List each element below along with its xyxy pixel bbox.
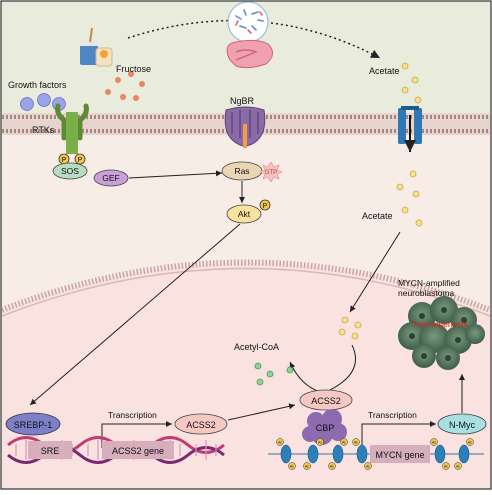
- fructose-dots: [105, 71, 145, 101]
- sos-label: SOS: [61, 166, 79, 176]
- akt-phosphate-badge: [259, 199, 271, 211]
- srebp1-node: [5, 412, 61, 436]
- growth-factors-label: Growth factors: [8, 80, 67, 90]
- acetate-dots-top: [401, 62, 422, 104]
- acss2-gene-label: ACSS2 gene: [112, 446, 164, 456]
- acss2-to-nuclear-acss2-arrow: [227, 403, 296, 421]
- nuclear-envelope-inner: [1, 267, 491, 317]
- acetate-dots-mid: [396, 170, 423, 227]
- ac-mark-label: Ac: [305, 465, 309, 469]
- ac-mark-label: Ac: [432, 441, 436, 445]
- transcription1-label: Transcription: [108, 410, 157, 420]
- ac-mark-label: Ac: [342, 441, 346, 445]
- phosphate-badges: P P: [58, 153, 86, 165]
- nuclear-envelope: [0, 259, 492, 313]
- phosphate-label: P: [62, 157, 67, 164]
- acss2-gene-box: [102, 441, 174, 459]
- neuroblastoma-label: neuroblastoma: [398, 288, 455, 298]
- mycn-amplified-label: MYCN-amplified: [398, 278, 460, 288]
- ras-label: Ras: [234, 166, 249, 176]
- cbp-protein: [302, 409, 347, 445]
- sre-label: SRE: [41, 446, 60, 456]
- tumor-cluster: [398, 296, 485, 370]
- phosphate-label: P: [78, 157, 83, 164]
- transcription1-arrow: [101, 421, 172, 448]
- gut-microbiome-icon: [226, 1, 273, 69]
- ac-mark-label: Ac: [330, 465, 334, 469]
- acetate-top-label: Acetate: [369, 66, 400, 76]
- gtp-label: GTP: [265, 170, 277, 176]
- ac-mark-label: Ac: [456, 465, 460, 469]
- acss2-protein-right: [299, 389, 353, 411]
- akt-label: Akt: [238, 209, 251, 219]
- ac-mark-label: Ac: [318, 441, 322, 445]
- gef-node: [93, 169, 129, 187]
- acetyl-coa-label: Acetyl-CoA: [234, 342, 279, 352]
- acetate-dots-nucleus: [338, 316, 362, 340]
- tumorigenesis-label: Tumorigenesis: [412, 319, 467, 329]
- ac-mark-label: Ac: [444, 465, 448, 469]
- transcription2-arrow: [361, 421, 436, 448]
- acss2-protein-left: [174, 413, 228, 435]
- akt-node: [226, 204, 262, 224]
- acetyl-coa-dots: [254, 362, 294, 386]
- ac-mark-label: Ac: [290, 465, 294, 469]
- mycn-gene-box: [370, 445, 430, 463]
- drink-icon: [80, 27, 113, 67]
- cbp-label: CBP: [316, 423, 335, 433]
- gtp-starburst: [259, 161, 283, 183]
- gef-label: GEF: [102, 173, 119, 183]
- ngbr-label: NgBR: [230, 96, 255, 106]
- transcription2-label: Transcription: [368, 410, 417, 420]
- srebp1-label: SREBP-1: [14, 420, 53, 430]
- acss2-to-acetylcoa-curve: [329, 344, 356, 391]
- mycn-gene-label: MYCN gene: [375, 450, 424, 460]
- rtks-label: RTKs: [32, 125, 55, 135]
- ac-mark-label: Ac: [278, 441, 282, 445]
- rtk-receptor: [55, 103, 89, 154]
- acetate-mid-label: Acetate: [362, 211, 393, 221]
- nucleus: [2, 262, 490, 488]
- akt-to-srebp-arrow: [29, 223, 241, 406]
- sre-box: [28, 441, 72, 459]
- akt-phosphate-label: P: [263, 203, 268, 210]
- acetate-into-nucleus-arrow: [349, 231, 401, 313]
- fructose-label: Fructose: [116, 64, 151, 74]
- ac-mark-label: Ac: [468, 441, 472, 445]
- nmyc-label: N-Myc: [449, 420, 475, 430]
- gef-to-ras-arrow: [128, 170, 223, 179]
- ac-mark-label: Ac: [366, 465, 370, 469]
- chromatin-strand: Ac Ac Ac Ac Ac Ac Ac Ac Ac Ac Ac Ac: [268, 438, 484, 470]
- acss2-right-label: ACSS2: [311, 396, 341, 406]
- acetate-transporter: [398, 106, 422, 152]
- nmyc-node: [437, 413, 487, 435]
- acss2-left-label: ACSS2: [186, 420, 216, 430]
- sos-node: [52, 162, 88, 180]
- ac-mark-label: Ac: [354, 441, 358, 445]
- ngbr-protein: [224, 106, 266, 148]
